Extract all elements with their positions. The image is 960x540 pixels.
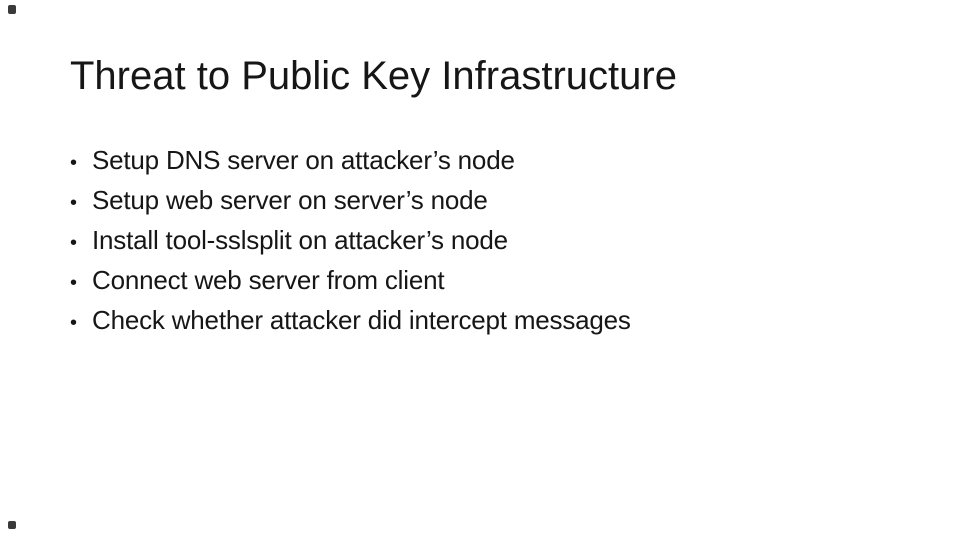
bullet-marker-icon: • bbox=[70, 192, 77, 214]
bullet-item: • Connect web server from client bbox=[70, 260, 910, 300]
bullet-marker-icon: • bbox=[70, 312, 77, 334]
bullet-item: • Check whether attacker did intercept m… bbox=[70, 300, 910, 340]
bullet-marker-icon: • bbox=[70, 232, 77, 254]
bullet-text: Connect web server from client bbox=[92, 265, 445, 295]
bullet-list: • Setup DNS server on attacker’s node • … bbox=[70, 140, 910, 340]
bullet-item: • Install tool-sslsplit on attacker’s no… bbox=[70, 220, 910, 260]
bullet-item: • Setup web server on server’s node bbox=[70, 180, 910, 220]
corner-mark-top bbox=[8, 5, 16, 14]
bullet-text: Check whether attacker did intercept mes… bbox=[92, 305, 631, 335]
bullet-marker-icon: • bbox=[70, 152, 77, 174]
bullet-text: Install tool-sslsplit on attacker’s node bbox=[92, 225, 508, 255]
bullet-text: Setup web server on server’s node bbox=[92, 185, 488, 215]
bullet-item: • Setup DNS server on attacker’s node bbox=[70, 140, 910, 180]
bullet-text: Setup DNS server on attacker’s node bbox=[92, 145, 515, 175]
corner-mark-bottom bbox=[8, 521, 16, 529]
slide-title: Threat to Public Key Infrastructure bbox=[70, 54, 677, 98]
bullet-marker-icon: • bbox=[70, 272, 77, 294]
